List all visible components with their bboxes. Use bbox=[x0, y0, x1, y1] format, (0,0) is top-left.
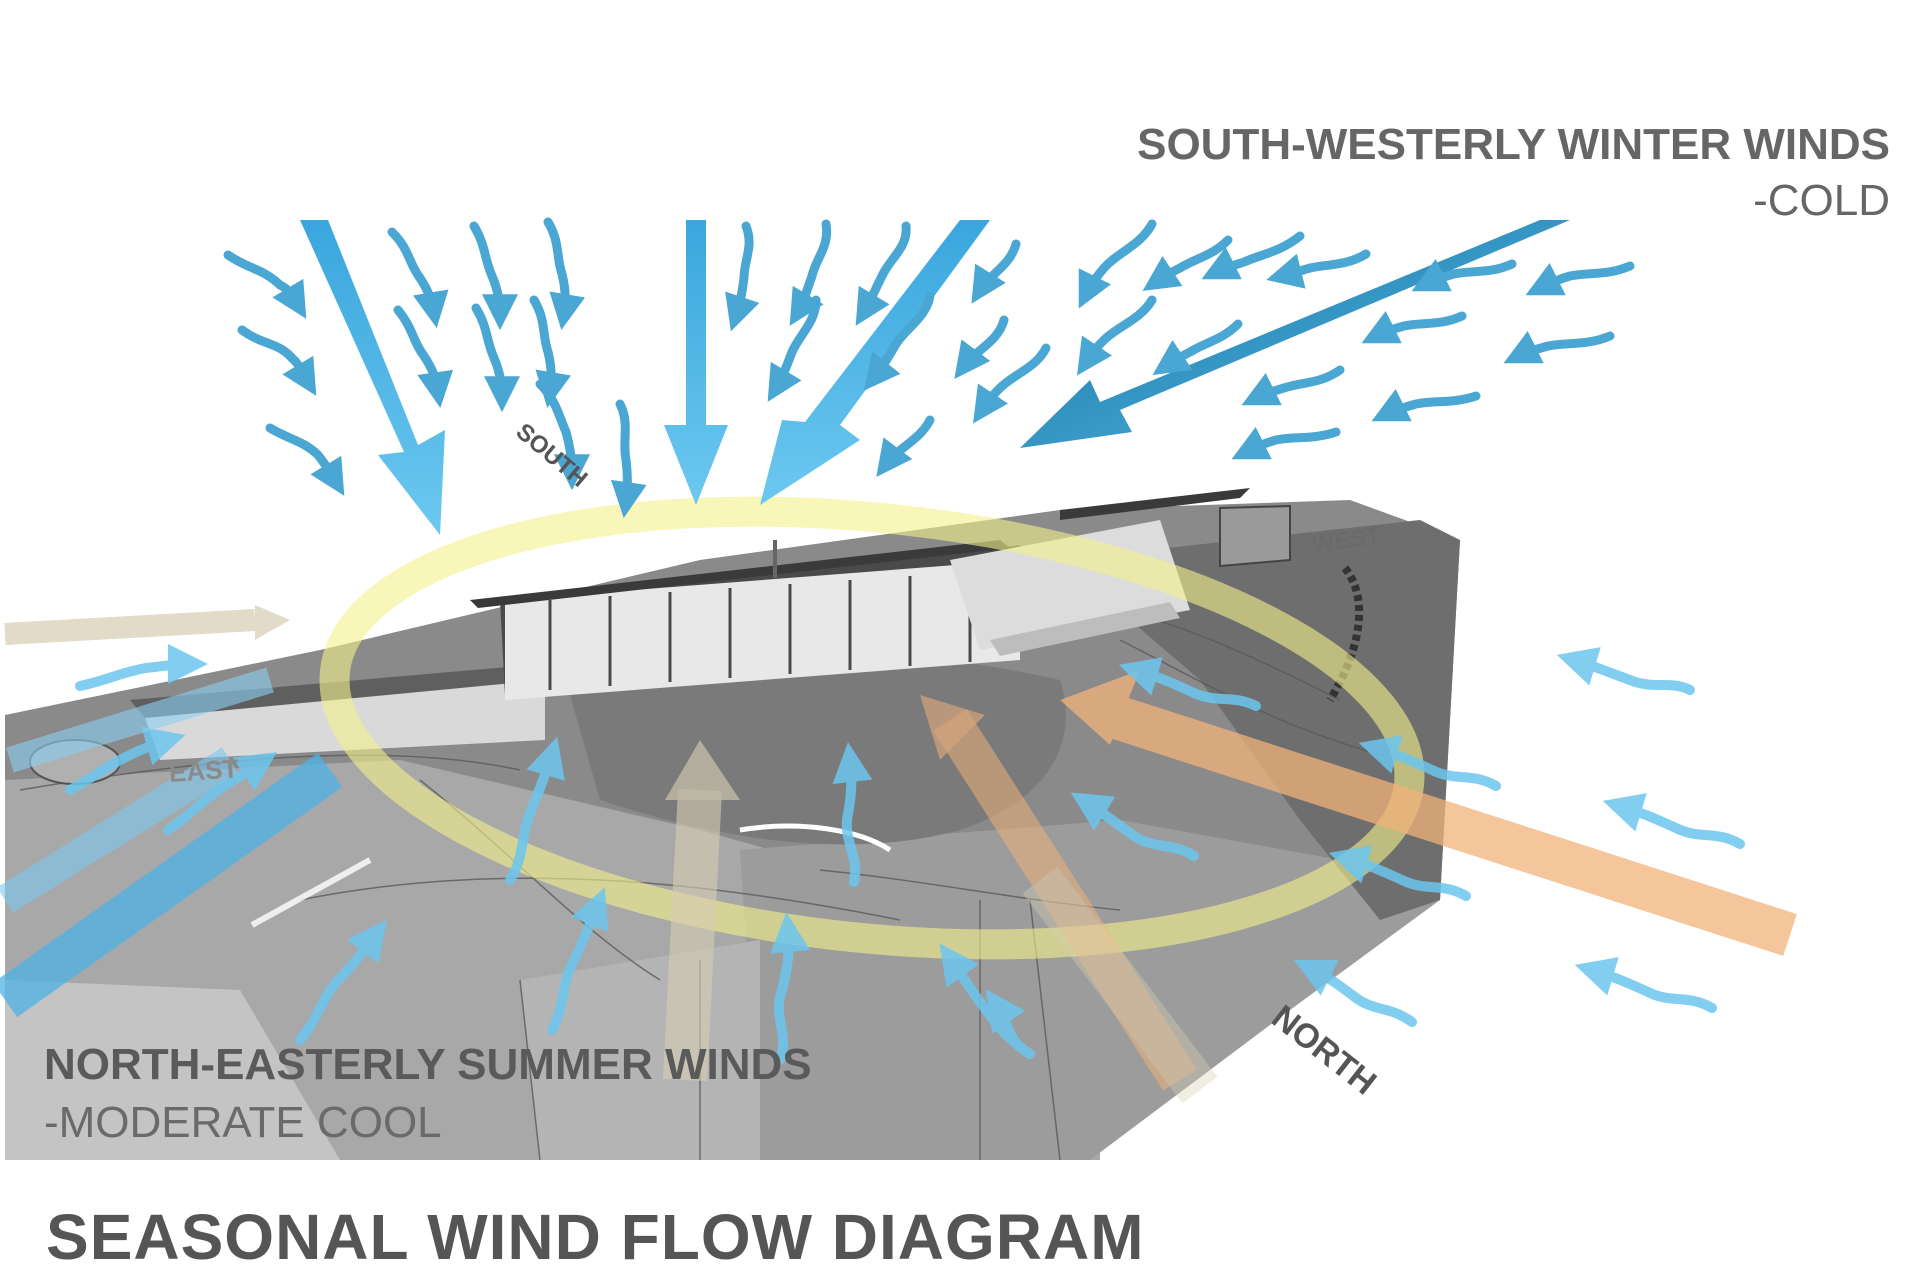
compass-label-east: EAST bbox=[168, 753, 240, 788]
winter-winds-title: SOUTH-WESTERLY WINTER WINDS bbox=[1137, 120, 1890, 169]
warm-wind-arrows bbox=[4, 605, 1797, 1104]
terrain-highlight bbox=[250, 857, 372, 928]
winter-winds-subtitle: -COLD bbox=[1753, 176, 1890, 225]
winter-wind-squiggles bbox=[223, 217, 1635, 519]
summer-wind-squiggles bbox=[65, 644, 1745, 1065]
summer-wind-main-arrows bbox=[0, 667, 343, 1018]
sun-path-ring bbox=[319, 496, 1425, 960]
summer-winds-title: NORTH-EASTERLY SUMMER WINDS bbox=[44, 1040, 812, 1089]
summer-winds-subtitle: -MODERATE COOL bbox=[44, 1098, 442, 1147]
diagram-title: SEASONAL WIND FLOW DIAGRAM bbox=[46, 1201, 1145, 1273]
